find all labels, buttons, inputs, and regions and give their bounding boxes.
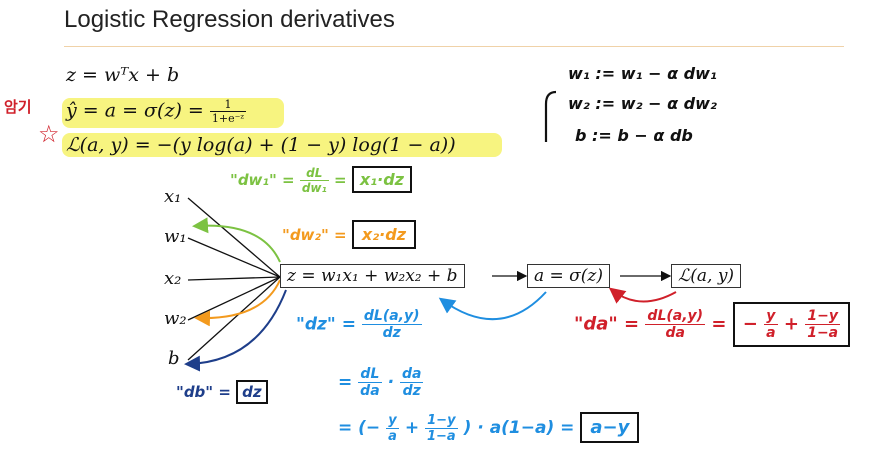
- dz-step2-dot: ·: [387, 372, 395, 393]
- update-w1: w₁ := w₁ − α dw₁: [568, 64, 717, 83]
- dw1-numerator: dL: [299, 166, 329, 181]
- da-numerator: dL(a,y): [645, 308, 706, 325]
- dz-step3-t2-num: 1−y: [424, 413, 458, 429]
- equation-yhat-lhs: ŷ = a = σ(z) =: [66, 99, 204, 122]
- dz-step2-a-den: da: [360, 383, 380, 399]
- note-memorize: 암기: [4, 98, 32, 116]
- equation-loss: ℒ(a, y) = −(y log(a) + (1 − y) log(1 − a…: [66, 134, 456, 156]
- highlight-loss: [62, 133, 502, 157]
- da-term1-den: a: [766, 325, 776, 341]
- da-term2-num: 1−y: [805, 308, 841, 325]
- node-x1: x₁: [164, 186, 182, 207]
- node-b: b: [168, 348, 180, 369]
- dz-numerator: dL(a,y): [361, 308, 422, 325]
- dz-step2: = dL da · da dz: [338, 366, 424, 399]
- sigmoid-fraction: 1 1+e⁻ᶻ: [209, 98, 247, 125]
- dz-step3-t1-den: a: [388, 428, 397, 444]
- dz-step2-b-den: dz: [402, 383, 421, 399]
- node-z: z = w₁x₁ + w₂x₂ + b: [280, 264, 465, 288]
- da-denominator: da: [665, 325, 685, 341]
- dw2-label: "dw₂" =: [282, 226, 347, 244]
- da-term1-num: y: [764, 308, 778, 325]
- node-a: a = σ(z): [527, 264, 611, 288]
- title-divider: [64, 46, 844, 47]
- dz-step3-t1-num: y: [386, 413, 399, 429]
- da-derivative: "da" = dL(a,y) da = − y a + 1−y 1−a: [574, 302, 851, 347]
- node-w1: w₁: [164, 226, 187, 247]
- update-b: b := b − α db: [575, 126, 693, 145]
- da-value-box: − y a + 1−y 1−a: [732, 302, 851, 347]
- sigmoid-denominator: 1+e⁻ᶻ: [211, 112, 245, 125]
- dz-step3-tail: ) · a(1−a) =: [463, 418, 575, 438]
- dz-step3-t1: y a: [386, 413, 399, 444]
- dw1-equals: =: [334, 171, 347, 189]
- equation-z: z = wᵀx + b: [66, 64, 180, 86]
- dz-step3: = (− y a + 1−y 1−a ) · a(1−a) = a−y: [338, 412, 640, 444]
- slide-title: Logistic Regression derivatives: [64, 6, 395, 33]
- dz-step2-b: da dz: [399, 366, 424, 399]
- da-fraction: dL(a,y) da: [645, 308, 706, 341]
- dz-result-box: a−y: [580, 412, 640, 443]
- db-value-box: dz: [236, 380, 268, 404]
- dz-step3-plus: +: [404, 418, 420, 438]
- dw2-derivative: "dw₂" = x₂·dz: [282, 220, 416, 249]
- dw1-derivative: "dw₁" = dL dw₁ = x₁·dz: [230, 166, 412, 195]
- da-label: "da" =: [574, 313, 640, 335]
- dw1-fraction: dL dw₁: [299, 166, 329, 195]
- dz-step2-a-num: dL: [358, 366, 382, 383]
- dw1-value-box: x₁·dz: [351, 166, 412, 193]
- node-loss: ℒ(a, y): [671, 264, 742, 288]
- dz-step3-t2: 1−y 1−a: [424, 413, 458, 444]
- star-icon: ☆: [38, 120, 60, 148]
- dz-step2-a: dL da: [358, 366, 382, 399]
- sigmoid-numerator: 1: [209, 98, 247, 112]
- db-label: "db" =: [176, 383, 231, 401]
- node-x2: x₂: [164, 268, 182, 289]
- dz-step3-t2-den: 1−a: [426, 428, 456, 444]
- dw1-denominator: dw₁: [301, 181, 327, 195]
- da-term2: 1−y 1−a: [805, 308, 841, 341]
- dz-step2-b-num: da: [399, 366, 424, 383]
- da-term1: y a: [764, 308, 778, 341]
- dz-step3-lead: = (−: [338, 418, 381, 438]
- dz-fraction: dL(a,y) dz: [361, 308, 422, 341]
- da-equals: =: [711, 313, 727, 335]
- dz-step2-equals: =: [338, 372, 353, 393]
- da-sign: −: [742, 313, 758, 335]
- dz-label: "dz" =: [296, 314, 356, 335]
- db-derivative: "db" = dz: [176, 380, 268, 404]
- dz-derivative: "dz" = dL(a,y) dz: [296, 308, 422, 341]
- da-term2-den: 1−a: [807, 325, 839, 341]
- update-w2: w₂ := w₂ − α dw₂: [568, 94, 717, 113]
- da-plus: +: [783, 313, 799, 335]
- equation-yhat: ŷ = a = σ(z) = 1 1+e⁻ᶻ: [66, 98, 247, 125]
- dw2-value-box: x₂·dz: [351, 220, 416, 249]
- dw1-label: "dw₁" =: [230, 171, 295, 189]
- highlight-yhat: [62, 98, 284, 128]
- node-w2: w₂: [164, 308, 187, 329]
- dz-denominator: dz: [382, 325, 401, 341]
